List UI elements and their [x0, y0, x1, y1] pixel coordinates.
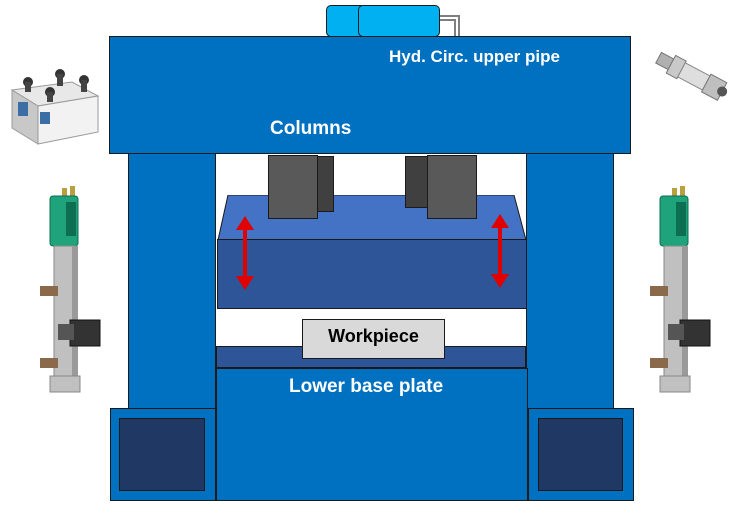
left-cylinder-block [268, 155, 318, 219]
hydraulic-pipe [326, 5, 462, 37]
sensor-box-icon [10, 69, 100, 145]
ram-body [217, 239, 527, 309]
left-double-arrow-icon [236, 216, 254, 290]
pressure-sensor-icon [655, 51, 728, 101]
workpiece-label: Workpiece [328, 326, 419, 346]
right-cylinder-shadow [405, 156, 431, 208]
right-cylinder-block [427, 155, 477, 219]
right-column [526, 153, 614, 410]
columns-label: Columns [270, 118, 352, 139]
hyd-circ-upper-pipe-label: Hyd. Circ. upper pipe [389, 47, 560, 66]
left-column [128, 153, 216, 410]
workpiece: Workpiece [302, 319, 445, 359]
ram-top-face [217, 195, 527, 241]
lower-base-plate [216, 368, 528, 501]
upper-crosshead [109, 36, 631, 154]
left-foot-panel [119, 418, 205, 491]
right-foot-panel [538, 418, 623, 491]
right-double-arrow-icon [491, 214, 509, 288]
right-linear-sensor-icon [650, 186, 711, 393]
left-linear-sensor-icon [40, 186, 101, 393]
lower-base-plate-label: Lower base plate [289, 376, 444, 397]
